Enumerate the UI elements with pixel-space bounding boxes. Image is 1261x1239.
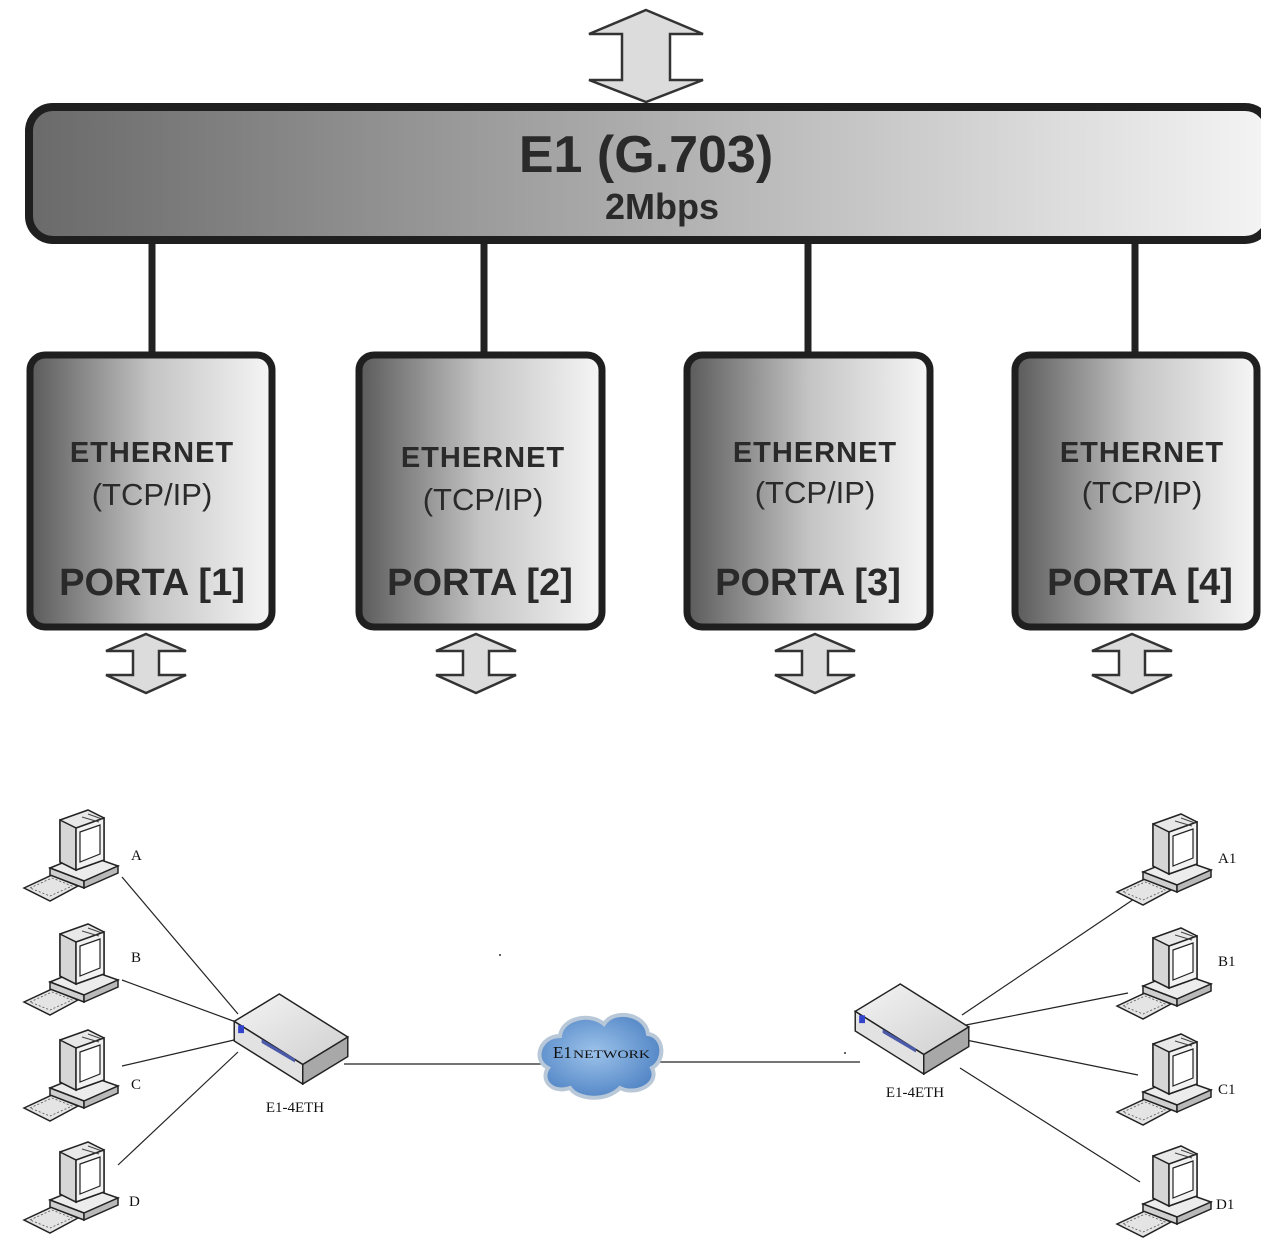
link-b	[121, 979, 237, 1023]
link-d1	[959, 1067, 1141, 1183]
right-e1-4eth-device-icon	[854, 983, 970, 1075]
port-2-double-arrow-icon	[435, 632, 517, 695]
port-2-protocol: (TCP/IP)	[423, 482, 544, 517]
left-e1-4eth-device-icon	[233, 993, 349, 1085]
computer-a1-label: A1	[1218, 851, 1236, 867]
cloud-label-network: NETWORK	[573, 1047, 650, 1061]
bus-title: E1 (G.703)	[519, 126, 773, 184]
port-4-label: PORTA [4]	[1047, 562, 1233, 604]
port-3-ethernet: ETHERNET	[733, 437, 897, 469]
e1-bus-bar	[25, 103, 1261, 244]
computer-a1-icon	[1116, 813, 1212, 906]
port-box-2: ETHERNET (TCP/IP) PORTA [2]	[355, 351, 606, 631]
bus-subtitle: 2Mbps	[605, 186, 719, 227]
link-a	[121, 876, 239, 1015]
port-box-1: ETHERNET (TCP/IP) PORTA [1]	[26, 351, 276, 631]
port-box-4: ETHERNET (TCP/IP) PORTA [4]	[1011, 351, 1261, 631]
port-2-label: PORTA [2]	[387, 562, 573, 604]
link-c	[121, 1039, 235, 1067]
computer-b1-icon	[1116, 927, 1212, 1020]
port-box-2-frame	[355, 351, 606, 631]
computer-a-icon	[23, 809, 119, 902]
right-device-label: E1-4ETH	[886, 1085, 944, 1101]
computer-d-icon	[23, 1141, 119, 1234]
port-box-1-frame	[26, 351, 276, 631]
computer-a-label: A	[131, 848, 142, 864]
port-1-protocol: (TCP/IP)	[92, 477, 213, 512]
stray-dot	[844, 1052, 846, 1054]
port-3-protocol: (TCP/IP)	[755, 475, 876, 510]
link-d	[117, 1051, 239, 1166]
stray-dot	[499, 954, 501, 956]
port-arrows	[105, 632, 1173, 695]
network-links	[117, 876, 1141, 1183]
computer-c1-label: C1	[1218, 1082, 1236, 1098]
computer-c-label: C	[131, 1077, 141, 1093]
cloud-label-e1: E1	[553, 1043, 572, 1062]
port-4-protocol: (TCP/IP)	[1082, 475, 1203, 510]
link-b1	[965, 992, 1129, 1026]
computer-b1-label: B1	[1218, 954, 1236, 970]
e1-network-cloud-icon	[537, 1013, 664, 1100]
top-double-arrow-icon	[588, 8, 704, 104]
computer-c1-icon	[1116, 1033, 1212, 1126]
port-box-3-frame	[683, 351, 934, 631]
port-1-label: PORTA [1]	[59, 562, 245, 604]
port-box-4-frame	[1011, 351, 1261, 631]
port-1-double-arrow-icon	[105, 632, 187, 695]
computer-b-icon	[23, 923, 119, 1016]
port-4-ethernet: ETHERNET	[1060, 437, 1224, 469]
port-1-ethernet: ETHERNET	[70, 437, 234, 469]
computer-c-icon	[23, 1029, 119, 1122]
link-c1	[965, 1039, 1139, 1076]
port-2-ethernet: ETHERNET	[401, 442, 565, 474]
port-3-label: PORTA [3]	[715, 562, 901, 604]
computer-d1-label: D1	[1216, 1197, 1234, 1213]
computer-d-label: D	[129, 1194, 140, 1210]
link-a1	[961, 896, 1138, 1016]
left-device-label: E1-4ETH	[266, 1100, 324, 1116]
computer-d1-icon	[1116, 1145, 1212, 1238]
port-4-double-arrow-icon	[1091, 632, 1173, 695]
bus-connectors	[148, 243, 1139, 354]
port-box-3: ETHERNET (TCP/IP) PORTA [3]	[683, 351, 934, 631]
port-3-double-arrow-icon	[774, 632, 856, 695]
computer-b-label: B	[131, 950, 141, 966]
